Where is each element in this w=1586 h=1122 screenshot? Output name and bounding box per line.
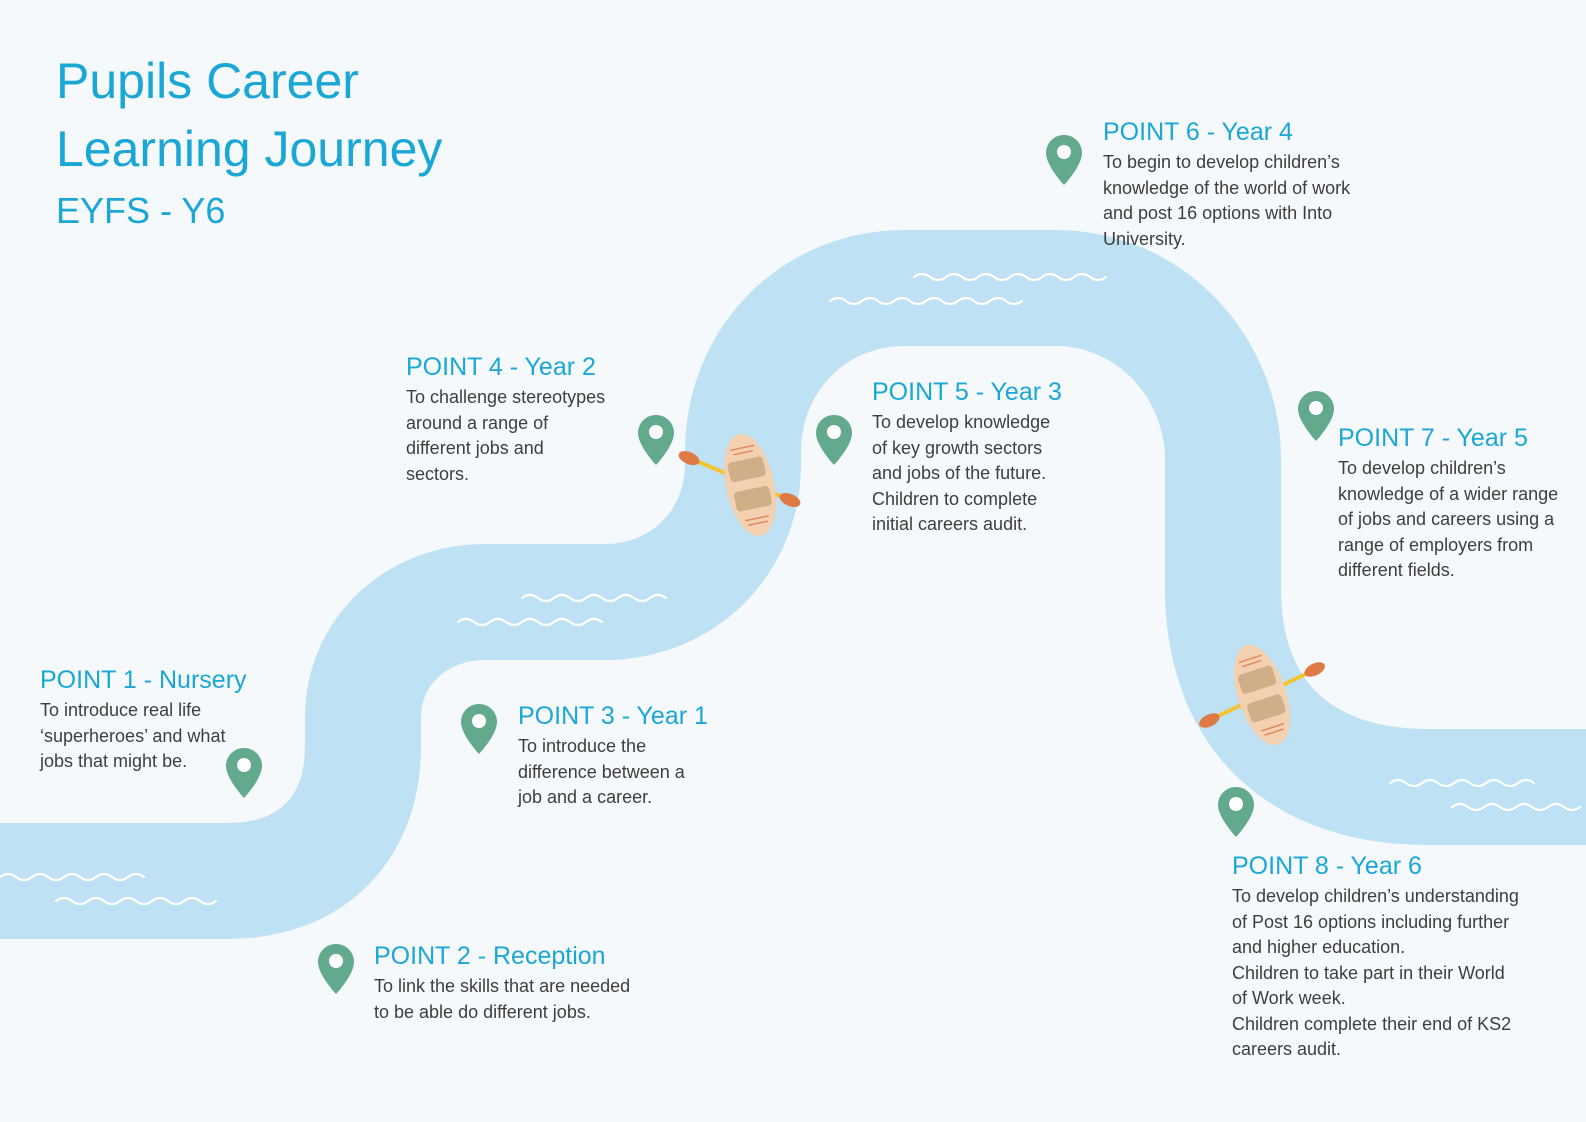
description-line: job and a career. (518, 787, 653, 807)
point-heading: POINT 2 - Reception (374, 942, 606, 970)
description-line: sectors. (406, 463, 470, 484)
point-description: To develop children’s understanding of P… (1232, 884, 1519, 1063)
description-line: knowledge of the world of work (1103, 177, 1351, 198)
description-line: To challenge stereotypes (406, 387, 606, 407)
canoe-icon (678, 433, 801, 537)
point-4: POINT 4 - Year 2 To challenge stereotype… (406, 353, 605, 487)
page-subtitle: EYFS - Y6 (56, 190, 226, 231)
point-heading: POINT 4 - Year 2 (406, 353, 596, 381)
description-line: University. (1103, 228, 1186, 249)
description-line: difference between a (518, 761, 685, 782)
point-heading: POINT 1 - Nursery (40, 666, 247, 694)
map-pin-icon (461, 704, 497, 754)
point-description: To link the skills that are needed to be… (374, 974, 630, 1025)
point-7: POINT 7 - Year 5 To develop children’s k… (1338, 424, 1558, 584)
river-waves (0, 272, 1582, 906)
description-line: careers audit. (1232, 1039, 1342, 1059)
wave (1388, 778, 1536, 788)
description-line: To introduce real life (40, 700, 202, 720)
point-heading: POINT 3 - Year 1 (518, 702, 708, 730)
river (0, 230, 1586, 939)
point-2: POINT 2 - Reception To link the skills t… (374, 942, 630, 1025)
description-line: To begin to develop children’s (1103, 152, 1340, 172)
description-line: To link the skills that are needed (374, 976, 631, 996)
map-pin-icon (1046, 135, 1082, 185)
description-line: To develop knowledge (872, 412, 1051, 432)
description-line: jobs that might be. (40, 751, 188, 771)
wave (1450, 802, 1582, 812)
canoe-icon (1199, 644, 1325, 746)
map-pin-icon (1218, 787, 1254, 837)
point-3: POINT 3 - Year 1 To introduce the differ… (518, 702, 708, 811)
description-line: of jobs and careers using a (1338, 509, 1555, 529)
description-line: Children complete their end of KS2 (1232, 1013, 1512, 1034)
description-line: of Post 16 options including further (1232, 911, 1510, 932)
map-pin-icon (816, 415, 852, 465)
wave (54, 896, 218, 906)
point-6: POINT 6 - Year 4 To begin to develop chi… (1103, 118, 1350, 252)
description-line: initial careers audit. (872, 514, 1028, 534)
point-1: POINT 1 - Nursery To introduce real life… (40, 666, 247, 775)
description-line: To develop children’s understanding (1232, 886, 1519, 906)
wave (0, 872, 146, 882)
description-line: of key growth sectors (872, 437, 1043, 458)
description-line: ‘superheroes’ and what (40, 725, 226, 746)
wave (456, 617, 604, 627)
point-heading: POINT 5 - Year 3 (872, 378, 1062, 406)
point-heading: POINT 7 - Year 5 (1338, 424, 1528, 452)
page-title-line2: Learning Journey (56, 121, 443, 177)
page-title: Pupils Career (56, 53, 359, 109)
point-description: To introduce real life ‘superheroes’ and… (40, 698, 247, 775)
description-line: and jobs of the future. (872, 463, 1047, 483)
wave (912, 272, 1108, 282)
description-line: Children to take part in their World (1232, 962, 1505, 983)
map-pin-icon (638, 415, 674, 465)
description-line: range of employers from (1338, 534, 1534, 555)
description-line: different jobs and (406, 438, 544, 458)
description-line: and higher education. (1232, 937, 1406, 957)
description-line: around a range of (406, 412, 549, 433)
point-description: To introduce the difference between a jo… (518, 734, 708, 811)
point-heading: POINT 8 - Year 6 (1232, 852, 1422, 880)
point-description: To begin to develop children’s knowledge… (1103, 150, 1350, 252)
map-pin-icon (226, 748, 262, 798)
map-pin-icon (1298, 391, 1334, 441)
map-pin-icon (318, 944, 354, 994)
point-8: POINT 8 - Year 6 To develop children’s u… (1232, 852, 1519, 1063)
description-line: To introduce the (518, 736, 647, 756)
description-line: and post 16 options with Into (1103, 203, 1333, 223)
point-description: To develop knowledge of key growth secto… (872, 410, 1062, 538)
description-line: Children to complete (872, 488, 1038, 509)
point-description: To challenge stereotypes around a range … (406, 385, 605, 487)
wave (828, 296, 1024, 306)
description-line: of Work week. (1232, 988, 1346, 1008)
description-line: different fields. (1338, 560, 1455, 580)
point-5: POINT 5 - Year 3 To develop knowledge of… (872, 378, 1062, 538)
description-line: to be able do different jobs. (374, 1001, 591, 1022)
point-description: To develop children’s knowledge of a wid… (1338, 456, 1558, 584)
description-line: knowledge of a wider range (1338, 483, 1559, 504)
point-heading: POINT 6 - Year 4 (1103, 118, 1293, 146)
description-line: To develop children’s (1338, 458, 1506, 478)
wave (520, 593, 668, 603)
